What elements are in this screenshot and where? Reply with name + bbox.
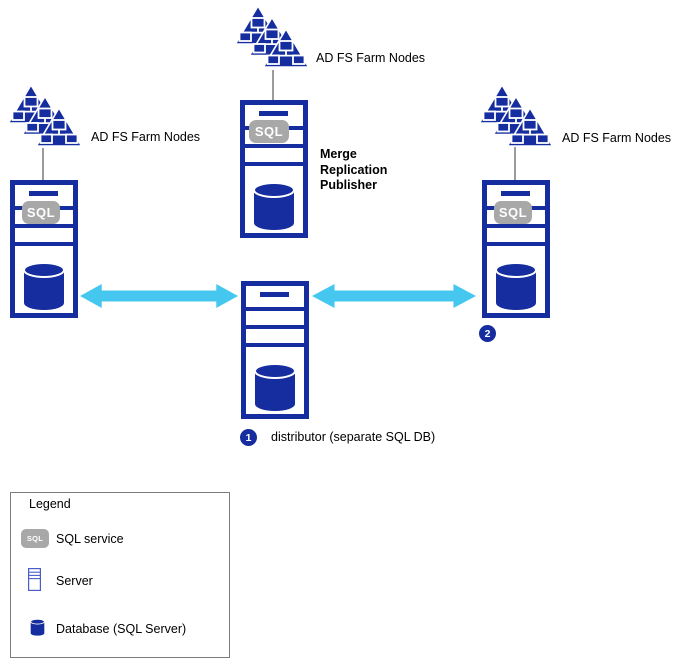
double-arrow-right-icon	[312, 284, 476, 308]
legend-panel: Legend SQL SQL service Server Database (…	[10, 492, 230, 658]
adfs-farm-nodes-label: AD FS Farm Nodes	[91, 130, 201, 144]
adfs-farm-nodes-label: AD FS Farm Nodes	[562, 131, 672, 145]
server-icon	[28, 568, 41, 591]
legend-title: Legend	[29, 497, 71, 511]
legend-item-label: Server	[56, 574, 93, 588]
sql-service-badge: SQL	[22, 201, 60, 224]
connector-line	[42, 148, 44, 180]
adfs-farm-nodes-icon	[479, 84, 553, 148]
step-2-badge: 2	[479, 325, 496, 342]
legend-item-label: SQL service	[56, 532, 124, 546]
sql-service-badge: SQL	[21, 529, 49, 548]
double-arrow-left-icon	[80, 284, 238, 308]
adfs-farm-nodes-label: AD FS Farm Nodes	[316, 51, 426, 65]
connector-line	[272, 70, 274, 101]
step-1-badge: 1	[240, 429, 257, 446]
merge-replication-publisher-label: Merge Replication Publisher	[320, 147, 388, 192]
legend-item-label: Database (SQL Server)	[56, 622, 187, 636]
adfs-farm-nodes-icon	[235, 5, 309, 69]
distributor-server-icon	[241, 281, 309, 419]
sql-service-badge: SQL	[494, 201, 532, 224]
adfs-farm-nodes-icon	[8, 84, 82, 148]
database-icon	[30, 618, 45, 637]
distributor-caption: distributor (separate SQL DB)	[271, 430, 436, 444]
sql-service-badge: SQL	[249, 120, 289, 143]
connector-line	[514, 147, 516, 180]
